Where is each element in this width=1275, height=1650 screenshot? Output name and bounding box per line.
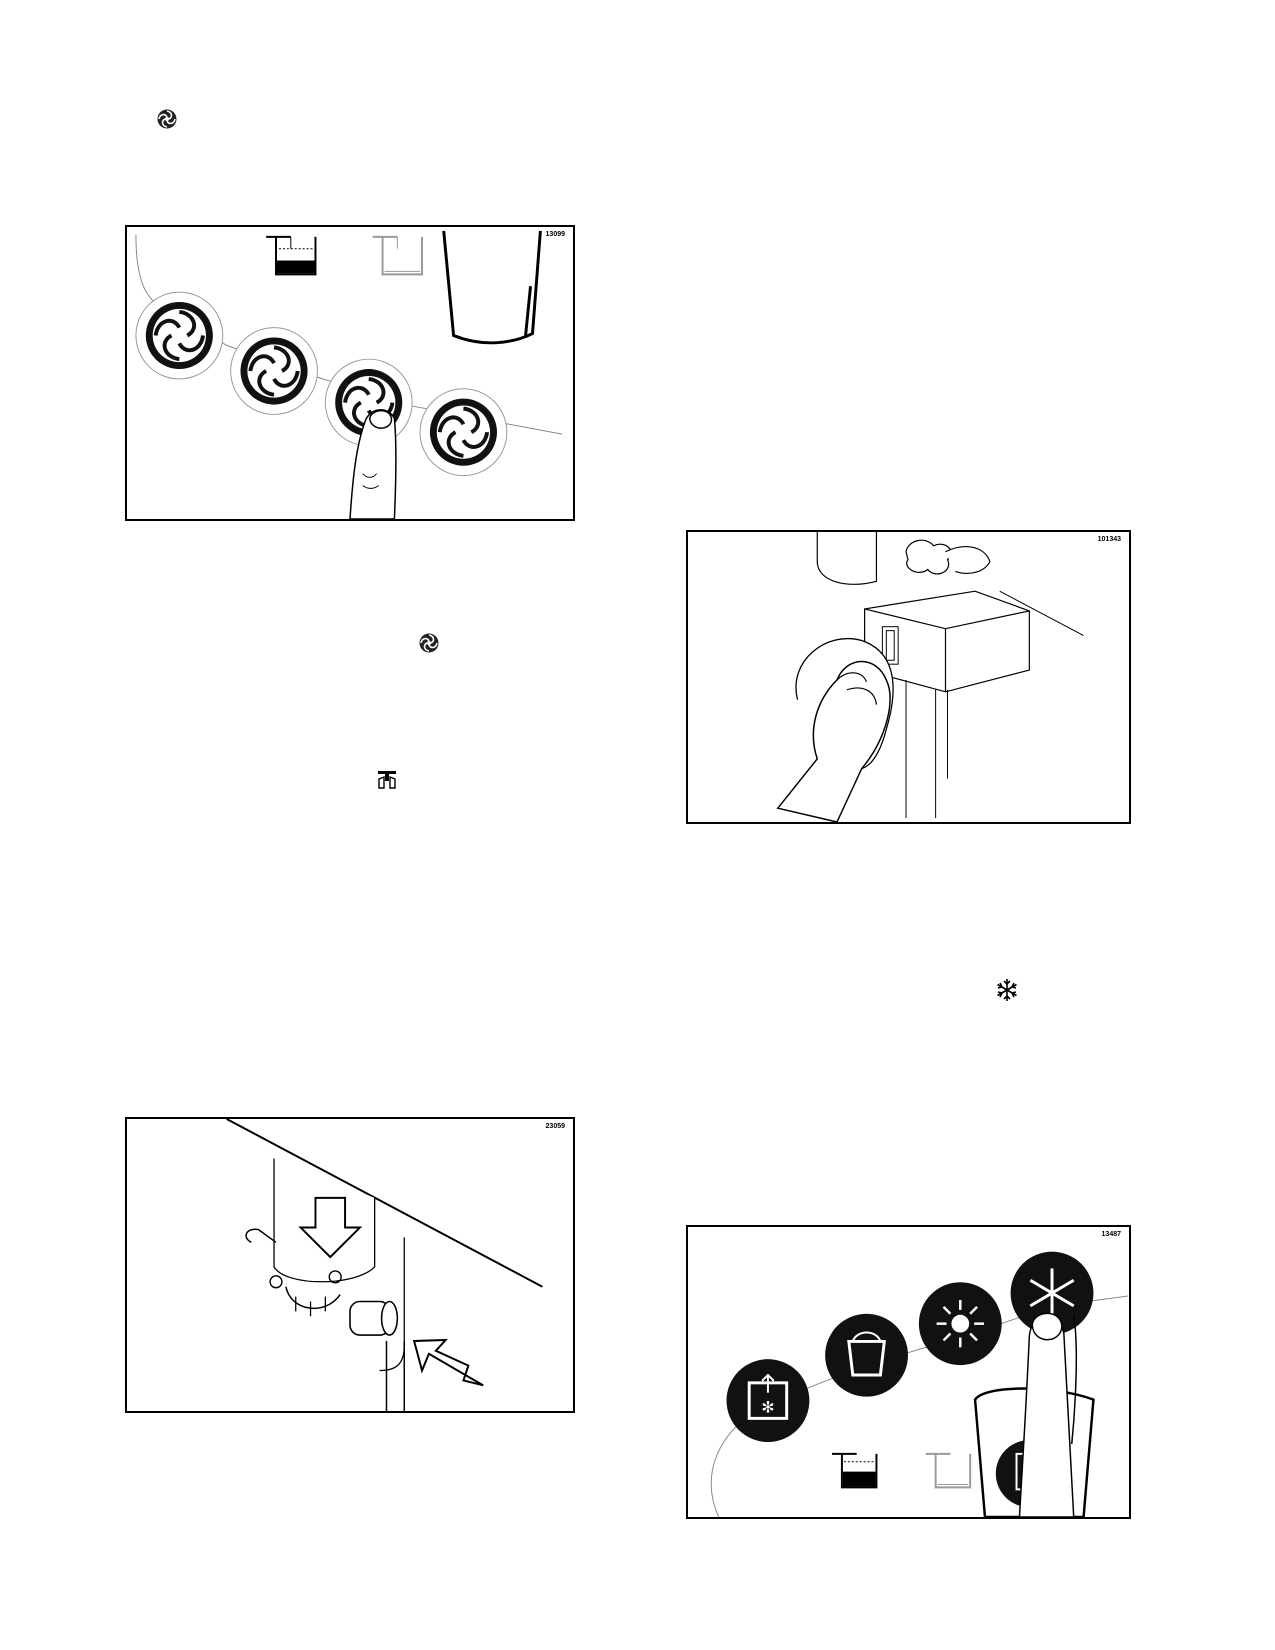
swirl-icon (419, 633, 439, 653)
swirl-button-1 (135, 291, 224, 380)
wipe-spout-illustration (776, 532, 1084, 822)
hopper-low-icon (925, 1452, 972, 1489)
figure-number: 13487 (1101, 1231, 1121, 1238)
wash-button (825, 1313, 909, 1397)
figure-number: 101343 (1097, 536, 1121, 543)
figure-swirl-buttons: 13099 (125, 225, 575, 521)
hopper-full-icon (266, 235, 317, 276)
swirl-button-4 (419, 388, 508, 477)
snowflake-icon (997, 979, 1017, 1001)
draw-valve-illustration (226, 1119, 543, 1411)
swirl-button-2 (230, 327, 318, 415)
auto-button-illustration: ✻ (710, 1251, 1129, 1517)
hopper-low-icon (372, 235, 423, 276)
draw-valve-icon (378, 771, 396, 789)
figure-draw-valve: 23059 (125, 1117, 575, 1413)
hopper-full-icon (832, 1452, 878, 1489)
svg-text:✻: ✻ (761, 1397, 774, 1416)
figure-wipe-spout: 101343 (686, 530, 1131, 824)
swirl-buttons-illustration (135, 230, 563, 519)
finger-illustration (1018, 1312, 1078, 1517)
figure-auto-button: 13487 ✻ (686, 1225, 1131, 1519)
heat-button (918, 1282, 1002, 1366)
figure-number: 13099 (545, 231, 565, 238)
auto-button (1010, 1251, 1094, 1335)
figure-number: 23059 (545, 1123, 565, 1130)
swirl-icon (157, 109, 177, 129)
finger-illustration (349, 409, 397, 519)
standby-button: ✻ (726, 1359, 810, 1443)
